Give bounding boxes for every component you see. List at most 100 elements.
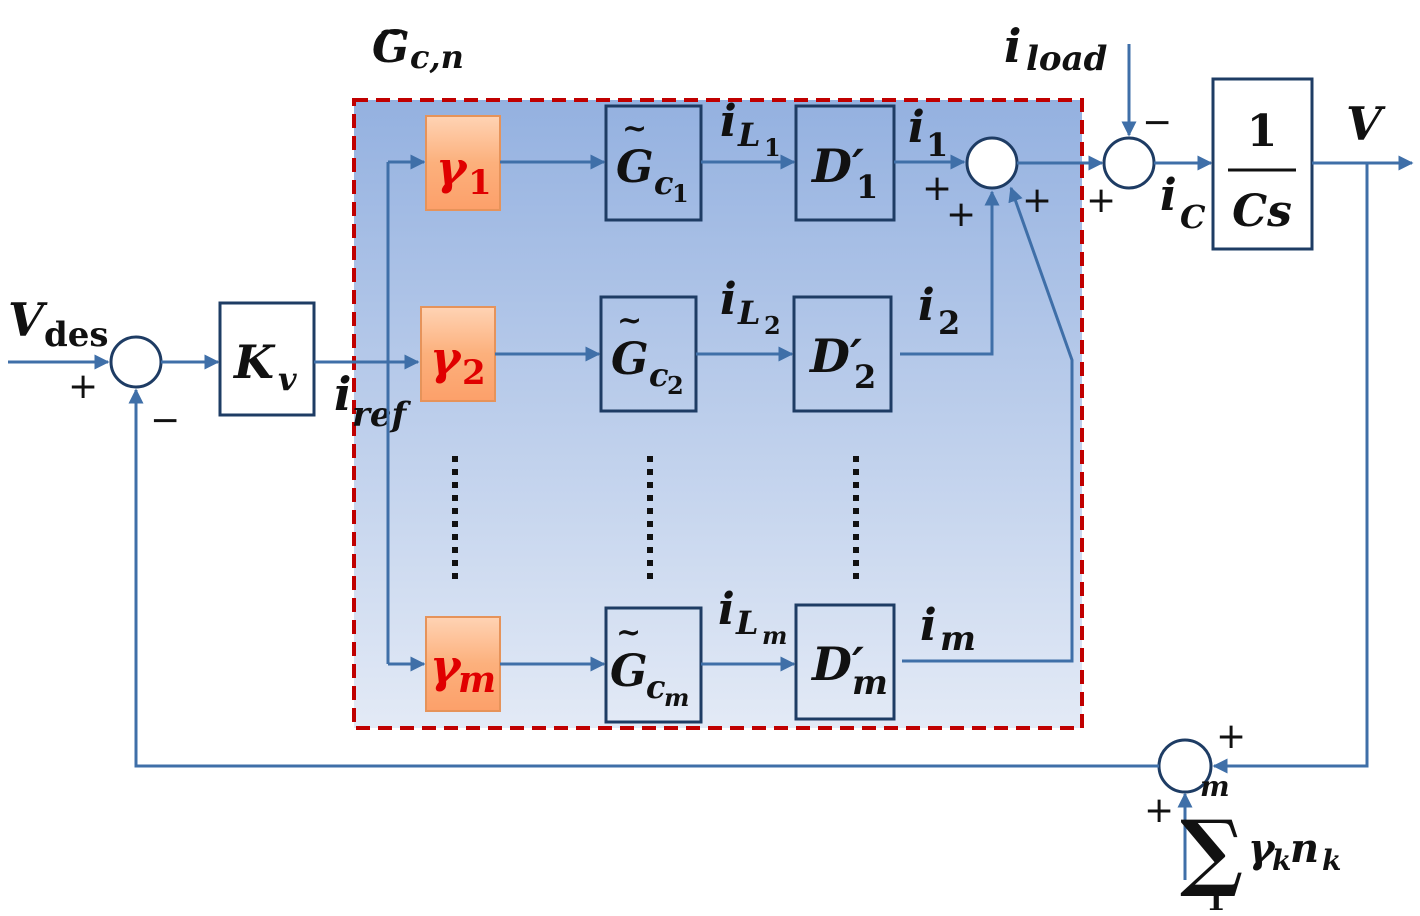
label-gamma-2: γ 2	[430, 331, 486, 393]
svg-text:v: v	[278, 360, 297, 398]
svg-text:1: 1	[764, 133, 781, 162]
svg-text:k: k	[1272, 844, 1291, 877]
plant-numerator: 1	[1247, 106, 1278, 157]
summing-junction-branches	[965, 136, 1019, 190]
svg-text:load: load	[1026, 39, 1108, 79]
line-dm-to-sum	[902, 186, 1074, 663]
sign-minus-feedback: −	[150, 400, 180, 441]
sum-expression: m ∑ 1 γ k n k	[1180, 770, 1341, 916]
label-i-m: i m	[920, 600, 976, 659]
svg-text:γ: γ	[430, 639, 463, 693]
label-i-c: i C	[1160, 170, 1206, 236]
label-g-tilde-m: ~ G c m	[610, 615, 689, 712]
svg-text:D′: D′	[810, 637, 864, 691]
sign-plus-i2: +	[946, 194, 976, 235]
svg-text:c: c	[649, 356, 668, 394]
summing-junction-error	[109, 335, 163, 389]
svg-text:i: i	[334, 367, 351, 421]
svg-text:~: ~	[616, 615, 641, 650]
svg-text:V: V	[8, 293, 48, 347]
svg-text:1: 1	[672, 179, 689, 208]
svg-text:c: c	[654, 164, 673, 202]
label-i-load: i load	[1004, 19, 1108, 79]
d-prime-m-block	[794, 603, 896, 721]
svg-text:i: i	[1160, 170, 1177, 221]
gamma-2-block	[420, 306, 496, 402]
label-d-prime-m: D′ m	[810, 637, 888, 703]
svg-text:D′: D′	[808, 329, 862, 383]
plant-denominator: Cs	[1232, 186, 1292, 237]
svg-text:i: i	[720, 274, 737, 325]
label-d-prime-2: D′ 2	[808, 329, 876, 396]
sign-plus-sum-term: +	[1144, 790, 1174, 831]
svg-text:2: 2	[462, 353, 486, 393]
svg-text:L: L	[735, 604, 759, 642]
svg-text:m: m	[1200, 770, 1230, 803]
svg-text:c: c	[646, 668, 665, 706]
d-prime-2-block	[792, 295, 893, 413]
svg-text:m: m	[458, 659, 496, 701]
svg-text:γ: γ	[1248, 825, 1276, 872]
label-g-tilde-2: ~ G c 2	[611, 303, 684, 400]
label-i-l1: i L 1	[720, 96, 781, 162]
svg-text:m: m	[762, 621, 787, 650]
svg-text:i: i	[718, 584, 735, 635]
svg-text:L: L	[737, 116, 761, 154]
svg-text:G: G	[611, 334, 649, 385]
svg-text:1: 1	[1206, 884, 1225, 916]
svg-text:m: m	[664, 683, 689, 712]
svg-text:k: k	[1322, 844, 1341, 877]
line-feedback-to-error-sum	[128, 388, 1159, 768]
svg-text:1: 1	[856, 168, 878, 206]
svg-text:~: ~	[378, 12, 405, 50]
svg-text:i: i	[720, 96, 737, 147]
svg-text:m: m	[852, 663, 888, 703]
sign-minus-iload: −	[1142, 102, 1172, 143]
label-v-des: V des	[8, 293, 109, 355]
sign-plus-i1: +	[922, 168, 952, 209]
svg-text:γ: γ	[430, 331, 463, 385]
svg-text:2: 2	[667, 371, 684, 400]
svg-text:D′: D′	[810, 139, 864, 193]
svg-text:2: 2	[764, 311, 781, 340]
svg-text:~: ~	[622, 111, 647, 146]
svg-text:i: i	[920, 600, 937, 651]
plant-block	[1211, 77, 1314, 251]
line-d2-to-sum	[900, 190, 1000, 356]
svg-text:c,n: c,n	[410, 38, 464, 76]
svg-text:G: G	[372, 22, 410, 73]
svg-text:L: L	[737, 294, 761, 332]
svg-text:1: 1	[926, 126, 948, 164]
svg-text:G: G	[610, 646, 648, 697]
kv-block	[218, 301, 316, 417]
sign-plus-branch-total: +	[1086, 180, 1116, 221]
svg-text:C: C	[1180, 198, 1206, 236]
label-gc-n: ~ G c,n	[372, 12, 464, 76]
svg-text:∑: ∑	[1180, 801, 1243, 900]
label-i-ref: i ref	[334, 367, 412, 435]
svg-text:~: ~	[617, 303, 642, 338]
svg-text:γ: γ	[436, 141, 469, 195]
label-gamma-1: γ 1	[436, 141, 492, 203]
label-i-1: i 1	[908, 102, 948, 164]
svg-text:m: m	[940, 619, 976, 659]
sign-plus-im: +	[1022, 180, 1052, 221]
svg-text:2: 2	[854, 358, 876, 396]
label-gamma-m: γ m	[430, 639, 496, 701]
sign-plus-vdes: +	[68, 366, 98, 407]
svg-text:i: i	[1004, 19, 1021, 73]
line-output-feedback	[1212, 163, 1369, 774]
sign-plus-v-feedback: +	[1216, 716, 1246, 757]
label-kv: K v	[232, 335, 297, 398]
controller-region-dashed-border	[352, 98, 1084, 730]
label-i-lm: i L m	[718, 584, 787, 650]
svg-text:i: i	[908, 102, 925, 153]
svg-text:des: des	[44, 315, 109, 355]
label-i-2: i 2	[918, 280, 960, 342]
svg-text:i: i	[918, 280, 935, 331]
gamma-m-block	[425, 616, 501, 712]
label-d-prime-1: D′ 1	[810, 139, 878, 206]
label-v-output: V	[1346, 97, 1386, 151]
label-i-l2: i L 2	[720, 274, 781, 340]
